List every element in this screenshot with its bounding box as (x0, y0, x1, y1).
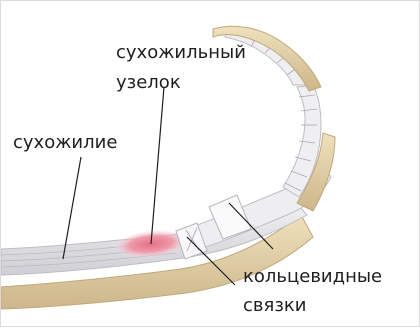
label-ligaments-line1: кольцевидные (243, 265, 382, 289)
label-nodule-line1: сухожильный (116, 41, 246, 65)
leader-line-nodule (151, 87, 164, 244)
label-tendon: сухожилие (13, 131, 117, 155)
label-ligaments-line2: связки (243, 294, 306, 318)
label-nodule-line2: узелок (116, 71, 181, 95)
